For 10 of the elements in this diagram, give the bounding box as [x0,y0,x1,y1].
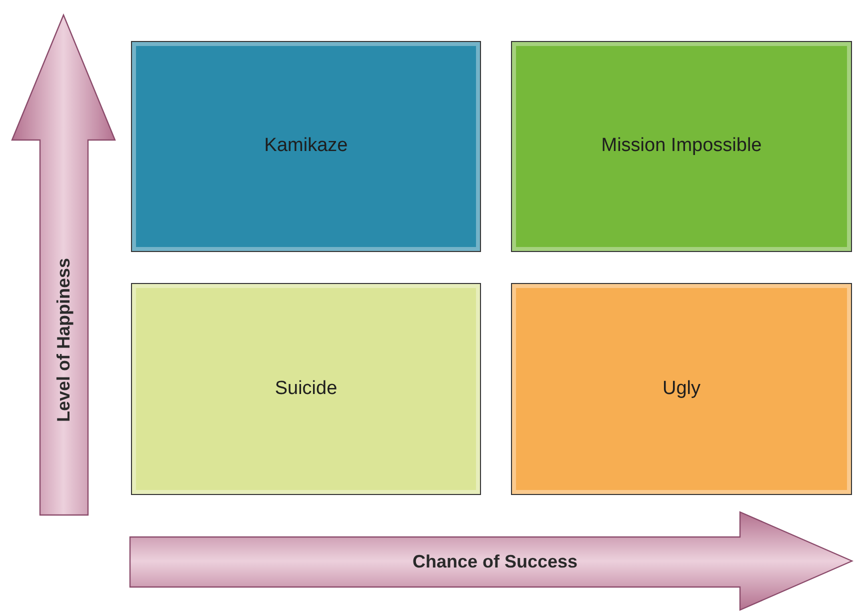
quadrant-box [131,41,481,252]
quadrant-box [131,283,481,495]
quadrant-label: Mission Impossible [601,134,762,158]
quadrant-label: Ugly [662,376,700,401]
axis-label: Chance of Success [412,552,578,572]
axis-label: Level of Happiness [54,258,74,422]
quadrant-label: Suicide [274,376,338,401]
quadrant-label: Kamikaze [264,134,348,158]
quadrant-box [511,283,852,495]
quadrant-box [511,41,852,252]
